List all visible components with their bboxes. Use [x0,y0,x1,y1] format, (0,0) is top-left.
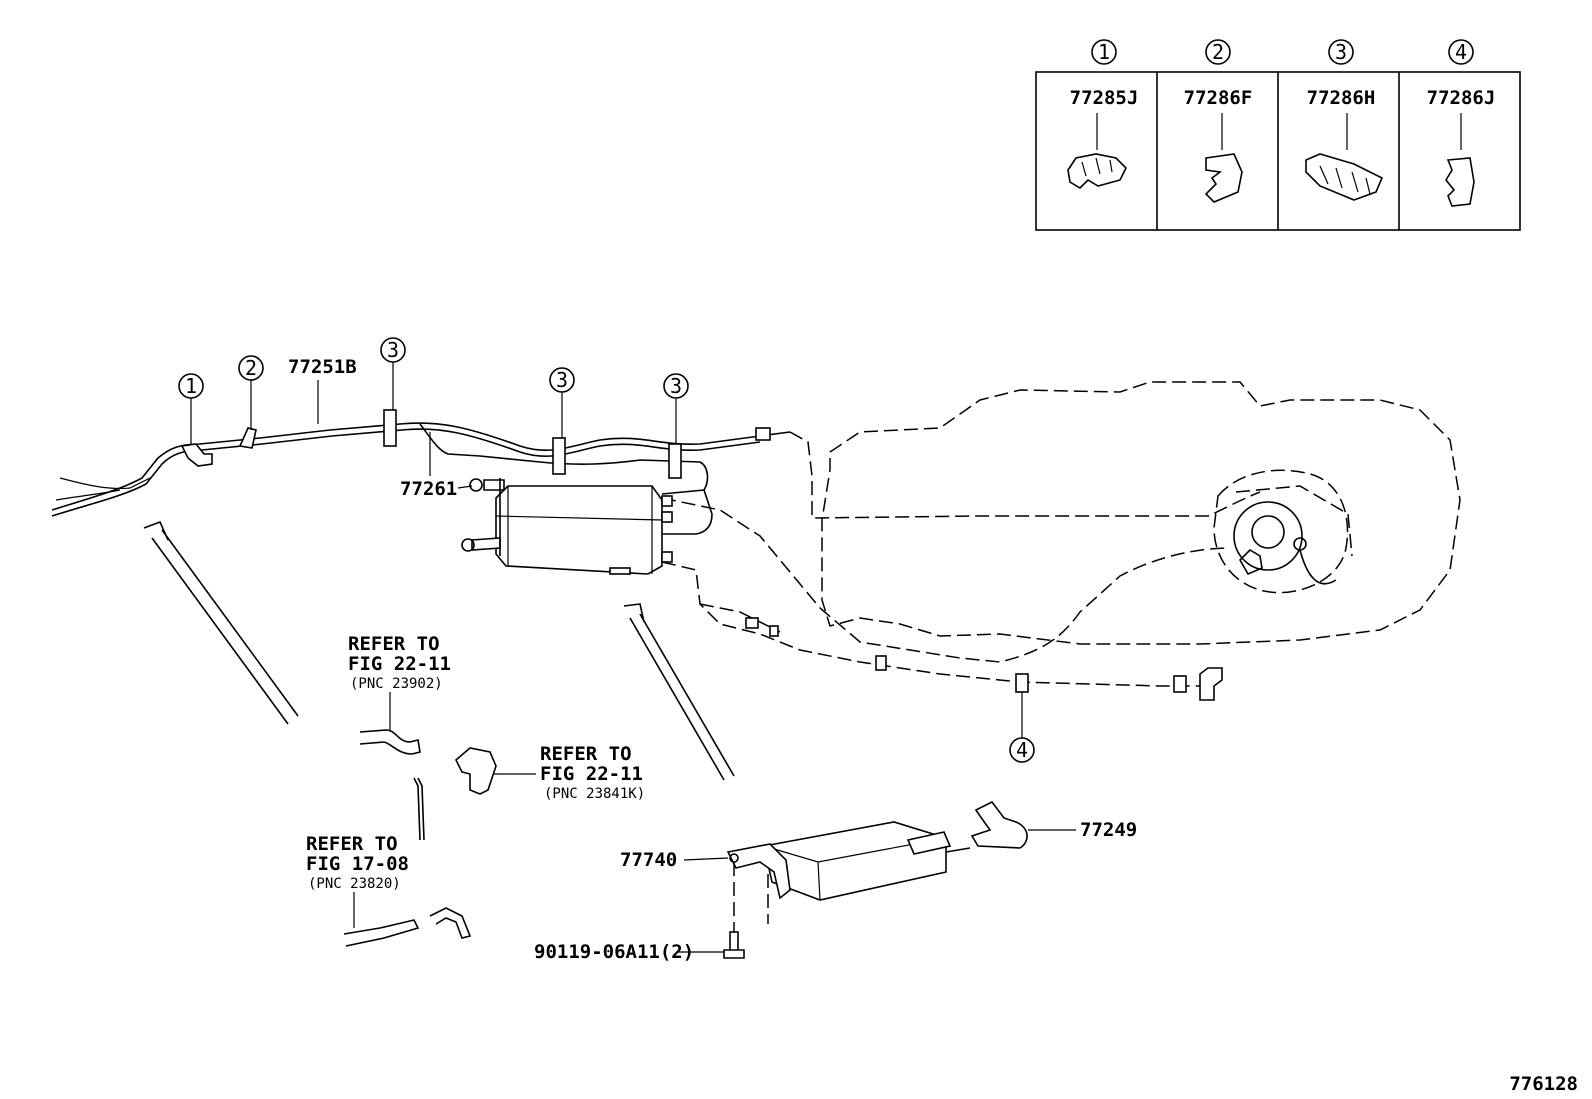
table-header-3: 3 [1328,39,1354,65]
clip-part-1: 77285J [1070,87,1139,109]
clip-part-4: 77286J [1427,87,1496,109]
clip-77285J-drawing [1067,113,1127,190]
callout-1: 1 [178,373,204,444]
svg-text:3: 3 [387,338,399,362]
svg-text:1: 1 [1098,40,1110,64]
svg-text:REFER TO: REFER TO [540,743,632,765]
clip-77286F-drawing [1204,113,1243,203]
svg-text:FIG 17-08: FIG 17-08 [306,853,409,875]
svg-text:3: 3 [1335,40,1347,64]
table-header-2: 2 [1205,39,1231,65]
diagram-id: 776128 [1509,1073,1578,1095]
svg-text:3: 3 [670,374,682,398]
label-77261: 77261 [400,478,457,500]
label-77249: 77249 [1080,819,1137,841]
svg-text:4: 4 [1455,40,1467,64]
svg-text:(PNC 23902): (PNC 23902) [350,676,443,692]
refer-block-2: REFER TO FIG 22-11 (PNC 23841K) [455,743,645,802]
clip-table: 1 2 3 4 77285J 77286F 77286H 77286J [1035,39,1521,231]
callout-3b: 3 [549,367,575,438]
svg-text:4: 4 [1016,738,1028,762]
refer-block-3: REFER TO FIG 17-08 (PNC 23820) [306,833,472,947]
clip-77286J-drawing [1445,113,1475,207]
svg-text:(PNC 23820): (PNC 23820) [308,876,401,892]
fuel-tank-outline [821,381,1461,645]
hose-77249 [970,800,1028,849]
label-bolt: 90119-06A11(2) [534,941,694,963]
svg-text:2: 2 [1212,40,1224,64]
svg-text:1: 1 [185,374,197,398]
svg-text:FIG 22-11: FIG 22-11 [540,763,643,785]
callout-2: 2 [238,355,264,430]
refer-block-1: REFER TO FIG 22-11 (PNC 23902) [348,633,451,841]
svg-text:3: 3 [556,368,568,392]
callout-4: 4 [1009,692,1035,763]
clip-part-3: 77286H [1307,87,1376,109]
callout-3a: 3 [380,337,406,410]
clip-marks [180,409,1223,701]
canister-with-bracket [461,478,673,575]
svg-text:(PNC 23841K): (PNC 23841K) [544,786,645,802]
callout-3c: 3 [663,373,689,444]
fuel-tube-assembly [51,422,1261,687]
direction-arrows [143,520,735,781]
clip-part-2: 77286F [1184,87,1253,109]
svg-text:REFER TO: REFER TO [306,833,398,855]
svg-text:FIG 22-11: FIG 22-11 [348,653,451,675]
clip-77286H-drawing [1305,113,1384,201]
label-77740: 77740 [620,849,677,871]
table-header-1: 1 [1091,39,1117,65]
bolt-90119 [723,931,745,959]
svg-text:2: 2 [245,356,257,380]
table-header-4: 4 [1448,39,1474,65]
canister-77740 [726,821,971,932]
svg-text:REFER TO: REFER TO [348,633,440,655]
label-77251B: 77251B [288,356,357,378]
